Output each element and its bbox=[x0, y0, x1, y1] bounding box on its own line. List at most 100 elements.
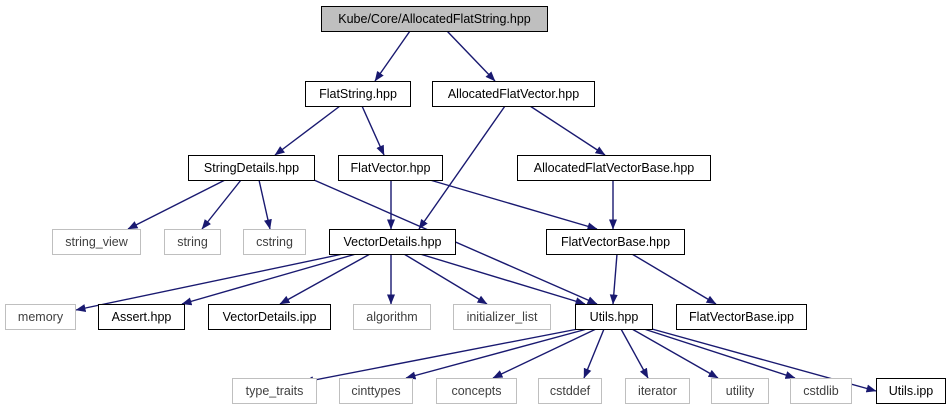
node-flatvectorbaseipp[interactable]: FlatVectorBase.ipp bbox=[676, 304, 807, 330]
node-label-flatstring: FlatString.hpp bbox=[319, 87, 397, 101]
node-allocflatvector[interactable]: AllocatedFlatVector.hpp bbox=[432, 81, 595, 107]
node-label-initializer_list: initializer_list bbox=[467, 310, 538, 324]
node-label-allocflatvectorbase: AllocatedFlatVectorBase.hpp bbox=[534, 161, 695, 175]
node-label-string_view: string_view bbox=[65, 235, 128, 249]
edge-stringdetails-to-string_view bbox=[127, 179, 226, 230]
node-label-algorithm: algorithm bbox=[366, 310, 417, 324]
node-layer: Kube/Core/AllocatedFlatString.hppFlatStr… bbox=[5, 6, 946, 404]
node-label-vectordetails: VectorDetails.hpp bbox=[344, 235, 442, 249]
node-box-memory bbox=[5, 304, 76, 330]
node-string: string bbox=[164, 229, 221, 255]
node-utility: utility bbox=[711, 378, 769, 404]
edge-allocflatvector-to-allocflatvectorbase bbox=[529, 105, 606, 156]
node-box-cinttypes bbox=[339, 378, 413, 404]
node-box-allocflatvectorbase bbox=[517, 155, 711, 181]
edge-vectordetails-to-utils bbox=[419, 253, 586, 306]
edge-utils-to-concepts bbox=[492, 328, 597, 379]
edge-stringdetails-to-string bbox=[201, 179, 242, 230]
node-label-cstdlib: cstdlib bbox=[803, 384, 838, 398]
node-allocflatvectorbase[interactable]: AllocatedFlatVectorBase.hpp bbox=[517, 155, 711, 181]
node-label-cstring: cstring bbox=[256, 235, 293, 249]
node-string_view: string_view bbox=[52, 229, 141, 255]
node-label-allocflatvector: AllocatedFlatVector.hpp bbox=[448, 87, 579, 101]
node-label-flatvector: FlatVector.hpp bbox=[351, 161, 431, 175]
node-initializer_list: initializer_list bbox=[453, 304, 551, 330]
node-box-algorithm bbox=[353, 304, 431, 330]
edge-vectordetails-to-initializer_list bbox=[403, 253, 488, 305]
node-type_traits: type_traits bbox=[232, 378, 317, 404]
node-label-flatvectorbaseipp: FlatVectorBase.ipp bbox=[689, 310, 794, 324]
node-iterator: iterator bbox=[625, 378, 690, 404]
node-label-cinttypes: cinttypes bbox=[351, 384, 400, 398]
node-box-string bbox=[164, 229, 221, 255]
node-box-utils bbox=[575, 304, 653, 330]
node-vectordetails[interactable]: VectorDetails.hpp bbox=[329, 229, 456, 255]
node-box-stringdetails bbox=[188, 155, 315, 181]
node-label-string: string bbox=[177, 235, 208, 249]
edge-utils-to-type_traits bbox=[303, 328, 579, 385]
node-box-vectordetailsipp bbox=[208, 304, 331, 330]
edge-root-to-flatstring bbox=[374, 30, 411, 82]
node-cstddef: cstddef bbox=[538, 378, 602, 404]
node-flatstring[interactable]: FlatString.hpp bbox=[305, 81, 411, 107]
edge-flatstring-to-stringdetails bbox=[274, 105, 341, 156]
node-box-cstring bbox=[243, 229, 306, 255]
node-flatvectorbase[interactable]: FlatVectorBase.hpp bbox=[546, 229, 685, 255]
node-cstring: cstring bbox=[243, 229, 306, 255]
node-label-utilsipp: Utils.ipp bbox=[889, 384, 934, 398]
edge-utils-to-cstdlib bbox=[643, 328, 796, 379]
edge-flatstring-to-flatvector bbox=[361, 105, 385, 156]
node-assert[interactable]: Assert.hpp bbox=[98, 304, 185, 330]
edge-stringdetails-to-cstring bbox=[258, 179, 272, 230]
edge-utils-to-cinttypes bbox=[405, 328, 588, 380]
node-box-flatstring bbox=[305, 81, 411, 107]
edge-flatvectorbase-to-flatvectorbaseipp bbox=[631, 253, 717, 305]
node-box-flatvectorbase bbox=[546, 229, 685, 255]
node-label-iterator: iterator bbox=[638, 384, 677, 398]
node-box-concepts bbox=[436, 378, 517, 404]
node-vectordetailsipp[interactable]: VectorDetails.ipp bbox=[208, 304, 331, 330]
node-stringdetails[interactable]: StringDetails.hpp bbox=[188, 155, 315, 181]
node-label-utils: Utils.hpp bbox=[590, 310, 639, 324]
node-box-flatvector bbox=[338, 155, 443, 181]
node-concepts: concepts bbox=[436, 378, 517, 404]
node-cinttypes: cinttypes bbox=[339, 378, 413, 404]
node-box-vectordetails bbox=[329, 229, 456, 255]
edge-utils-to-iterator bbox=[620, 328, 649, 379]
edge-allocflatvector-to-vectordetails bbox=[418, 105, 506, 230]
node-flatvector[interactable]: FlatVector.hpp bbox=[338, 155, 443, 181]
node-box-iterator bbox=[625, 378, 690, 404]
edge-utils-to-cstddef bbox=[583, 328, 605, 379]
node-label-stringdetails: StringDetails.hpp bbox=[204, 161, 299, 175]
node-label-utility: utility bbox=[726, 384, 755, 398]
edge-vectordetails-to-assert bbox=[181, 253, 357, 306]
edge-root-to-allocflatvector bbox=[446, 30, 496, 82]
node-memory: memory bbox=[5, 304, 76, 330]
node-utils[interactable]: Utils.hpp bbox=[575, 304, 653, 330]
edge-utils-to-utility bbox=[631, 328, 719, 379]
node-label-assert: Assert.hpp bbox=[112, 310, 172, 324]
node-cstdlib: cstdlib bbox=[790, 378, 852, 404]
node-label-vectordetailsipp: VectorDetails.ipp bbox=[223, 310, 317, 324]
node-label-concepts: concepts bbox=[451, 384, 501, 398]
node-box-flatvectorbaseipp bbox=[676, 304, 807, 330]
node-label-type_traits: type_traits bbox=[246, 384, 304, 398]
edge-flatvectorbase-to-utils bbox=[609, 253, 618, 305]
node-label-memory: memory bbox=[18, 310, 64, 324]
node-label-flatvectorbase: FlatVectorBase.hpp bbox=[561, 235, 670, 249]
node-box-root bbox=[321, 6, 548, 32]
node-box-allocflatvector bbox=[432, 81, 595, 107]
edge-vectordetails-to-vectordetailsipp bbox=[279, 253, 371, 305]
node-box-cstddef bbox=[538, 378, 602, 404]
node-box-utilsipp bbox=[876, 378, 946, 404]
edge-flatvector-to-flatvectorbase bbox=[429, 179, 598, 231]
node-box-utility bbox=[711, 378, 769, 404]
node-box-type_traits bbox=[232, 378, 317, 404]
node-box-assert bbox=[98, 304, 185, 330]
node-algorithm: algorithm bbox=[353, 304, 431, 330]
node-label-root: Kube/Core/AllocatedFlatString.hpp bbox=[338, 12, 531, 26]
edge-vectordetails-to-memory bbox=[75, 253, 344, 312]
node-utilsipp[interactable]: Utils.ipp bbox=[876, 378, 946, 404]
node-root[interactable]: Kube/Core/AllocatedFlatString.hpp bbox=[321, 6, 548, 32]
